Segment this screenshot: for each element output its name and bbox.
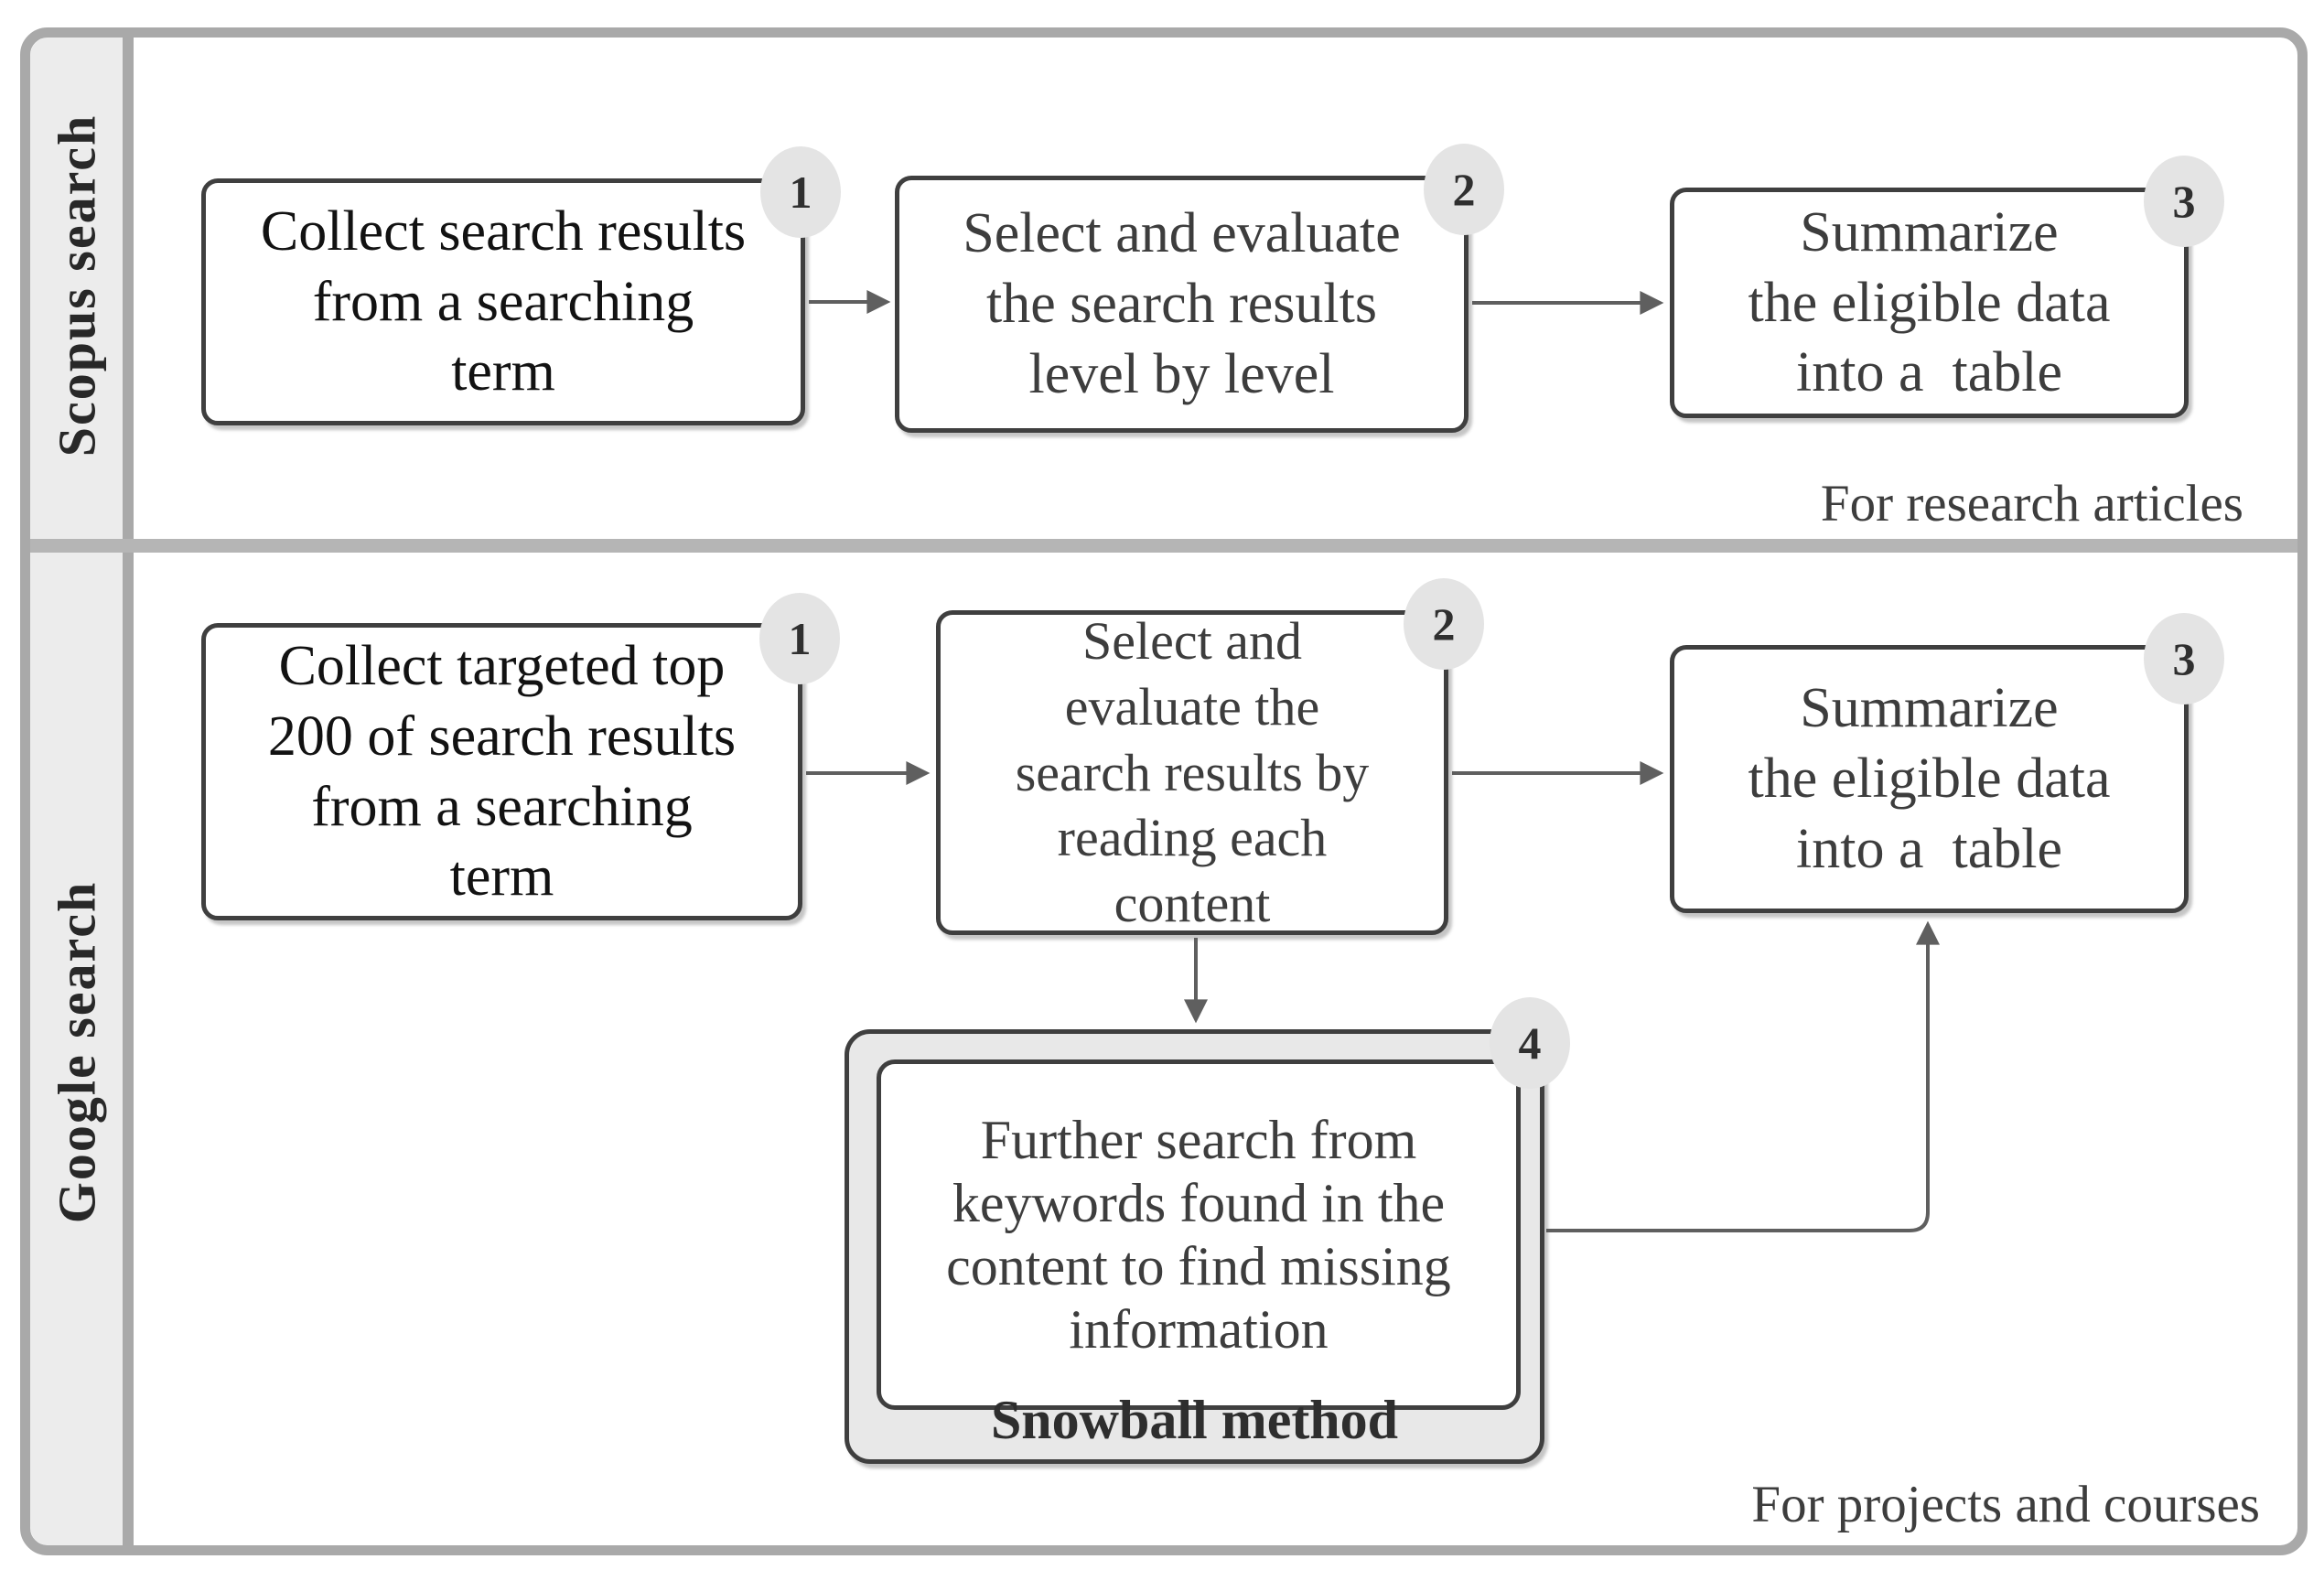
lane-label-column <box>30 38 123 1545</box>
lane-label-scopus: Scopus search <box>47 113 107 457</box>
lane-divider-horizontal <box>30 539 2297 553</box>
google-step-2-text: Select and evaluate the search results b… <box>1015 610 1370 934</box>
scopus-step-3-text: Summarize the eligible data into a table <box>1748 200 2111 404</box>
caption-research-articles: For research articles <box>1820 475 2243 532</box>
scopus-step-2-badge: 2 <box>1424 144 1504 235</box>
scopus-step-1-badge: 1 <box>760 146 841 238</box>
google-step-4-text: Further search from keywords found in th… <box>946 1109 1451 1360</box>
scopus-step-3-box: Summarize the eligible data into a table <box>1670 188 2189 418</box>
arrow-google-4-3 <box>1546 920 1940 1232</box>
caption-projects-courses: For projects and courses <box>1751 1476 2260 1533</box>
snowball-method-label: Snowball method <box>990 1390 1399 1450</box>
snowball-method-container: Further search from keywords found in th… <box>845 1029 1544 1464</box>
google-step-3-text: Summarize the eligible data into a table <box>1748 677 2111 880</box>
google-step-3-badge: 3 <box>2144 613 2224 704</box>
lane-label-google: Google search <box>47 880 107 1224</box>
google-step-2-badge: 2 <box>1404 578 1484 670</box>
google-step-1-text: Collect targeted top 200 of search resul… <box>267 634 737 909</box>
lane-divider-vertical <box>123 38 134 1545</box>
scopus-step-2-box: Select and evaluate the search results l… <box>895 176 1469 433</box>
google-step-4-box: Further search from keywords found in th… <box>877 1059 1521 1410</box>
google-step-1-badge: 1 <box>759 593 840 684</box>
google-step-4-badge: 4 <box>1490 997 1570 1089</box>
scopus-step-1-text: Collect search results from a searching … <box>260 199 747 403</box>
google-step-2-box: Select and evaluate the search results b… <box>936 610 1448 935</box>
scopus-step-1-box: Collect search results from a searching … <box>201 178 805 425</box>
google-step-3-box: Summarize the eligible data into a table <box>1670 645 2189 913</box>
scopus-step-3-badge: 3 <box>2144 156 2224 247</box>
google-step-1-box: Collect targeted top 200 of search resul… <box>201 623 802 920</box>
scopus-step-2-text: Select and evaluate the search results l… <box>963 202 1401 405</box>
